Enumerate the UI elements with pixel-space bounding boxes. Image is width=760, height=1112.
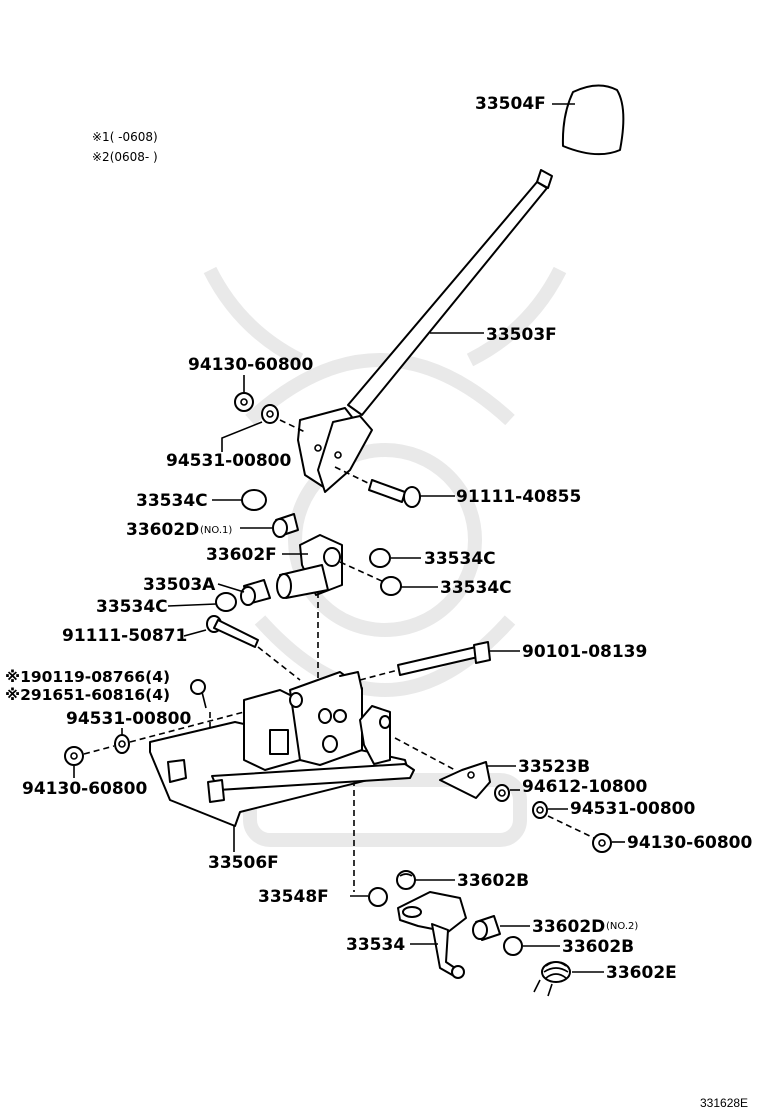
bushing-33534c-a[interactable]	[241, 489, 267, 511]
bushing-33602d-no2[interactable]	[472, 915, 501, 941]
callout-94531-00800-top[interactable]: 94531-00800	[166, 451, 292, 471]
callout-33602d-no2[interactable]: 33602D	[532, 917, 605, 937]
callout-33504f[interactable]: 33504F	[475, 94, 546, 114]
bushing-33503a[interactable]	[240, 579, 271, 606]
callout-91111-50871[interactable]: 91111-50871	[62, 626, 187, 646]
callout-33534c-b[interactable]: 33534C	[424, 549, 496, 569]
callout-33602d-no2-sub: (NO.2)	[606, 921, 638, 932]
callout-94130-60800-top[interactable]: 94130-60800	[188, 355, 314, 375]
callout-33503f[interactable]: 33503F	[486, 325, 557, 345]
bushing-33534c-b[interactable]	[369, 548, 391, 568]
callout-33602e[interactable]: 33602E	[606, 963, 677, 983]
spring-33602e[interactable]	[533, 961, 571, 997]
bolt-91111-40855[interactable]	[368, 479, 421, 508]
bushing-33602d-no1[interactable]	[272, 513, 299, 538]
bracket-33523b[interactable]	[439, 761, 491, 799]
callout-94130-60800-left[interactable]: 94130-60800	[22, 779, 148, 799]
callout-90119-08766[interactable]: ※190119-08766(4)	[5, 668, 170, 686]
washer-94531-00800-left[interactable]	[114, 734, 130, 754]
callout-33548f[interactable]: 33548F	[258, 887, 329, 907]
bushing-33534c-c[interactable]	[380, 576, 402, 596]
screw-90119-91651[interactable]	[190, 679, 207, 709]
washer-94531-00800-top[interactable]	[261, 404, 279, 424]
callout-33602b-a[interactable]: 33602B	[457, 871, 529, 891]
callout-33602b-b[interactable]: 33602B	[562, 937, 634, 957]
note-2: ※2(0608- )	[92, 150, 158, 164]
lever-33602f[interactable]	[276, 534, 343, 599]
callout-33503a[interactable]: 33503A	[143, 575, 216, 595]
washer-94612-10800[interactable]	[494, 784, 510, 802]
callout-33534[interactable]: 33534	[346, 935, 405, 955]
bolt-90101-08139[interactable]	[397, 641, 491, 676]
callout-94130-60800-right[interactable]: 94130-60800	[627, 833, 753, 853]
callout-94531-00800-right[interactable]: 94531-00800	[570, 799, 696, 819]
bushing-33602b-a[interactable]	[396, 870, 416, 890]
nut-94130-60800-right[interactable]	[592, 833, 612, 853]
lever-33534[interactable]	[397, 891, 467, 979]
callout-33534c-c[interactable]: 33534C	[440, 578, 512, 598]
shift-lever-33503f[interactable]	[297, 169, 553, 493]
callout-33602d-no1-sub: (NO.1)	[200, 525, 232, 536]
callout-33602f[interactable]: 33602F	[206, 545, 277, 565]
ball-33548f[interactable]	[368, 887, 388, 907]
callout-90101-08139[interactable]: 90101-08139	[522, 642, 647, 662]
bolt-91111-50871[interactable]	[206, 615, 259, 648]
callout-94531-00800-left[interactable]: 94531-00800	[66, 709, 192, 729]
callout-33534c-d[interactable]: 33534C	[96, 597, 168, 617]
shift-knob-33504f[interactable]	[561, 84, 625, 156]
callout-91111-40855[interactable]: 91111-40855	[456, 487, 581, 507]
nut-94130-60800-top[interactable]	[234, 392, 254, 412]
bushing-33602b-b[interactable]	[503, 936, 523, 956]
callout-33602d-no1[interactable]: 33602D	[126, 520, 199, 540]
nut-94130-60800-left[interactable]	[64, 746, 84, 766]
bushing-33534c-d[interactable]	[215, 592, 237, 612]
diagram-reference: 331628E	[700, 1096, 748, 1110]
callout-91651-60816[interactable]: ※291651-60816(4)	[5, 686, 170, 704]
note-1: ※1( -0608)	[92, 130, 158, 144]
callout-33534c-a[interactable]: 33534C	[136, 491, 208, 511]
callout-94612-10800[interactable]: 94612-10800	[522, 777, 648, 797]
base-bracket-33506f[interactable]	[149, 671, 415, 827]
callout-33506f[interactable]: 33506F	[208, 853, 279, 873]
washer-94531-00800-right[interactable]	[532, 801, 548, 819]
callout-33523b[interactable]: 33523B	[518, 757, 590, 777]
